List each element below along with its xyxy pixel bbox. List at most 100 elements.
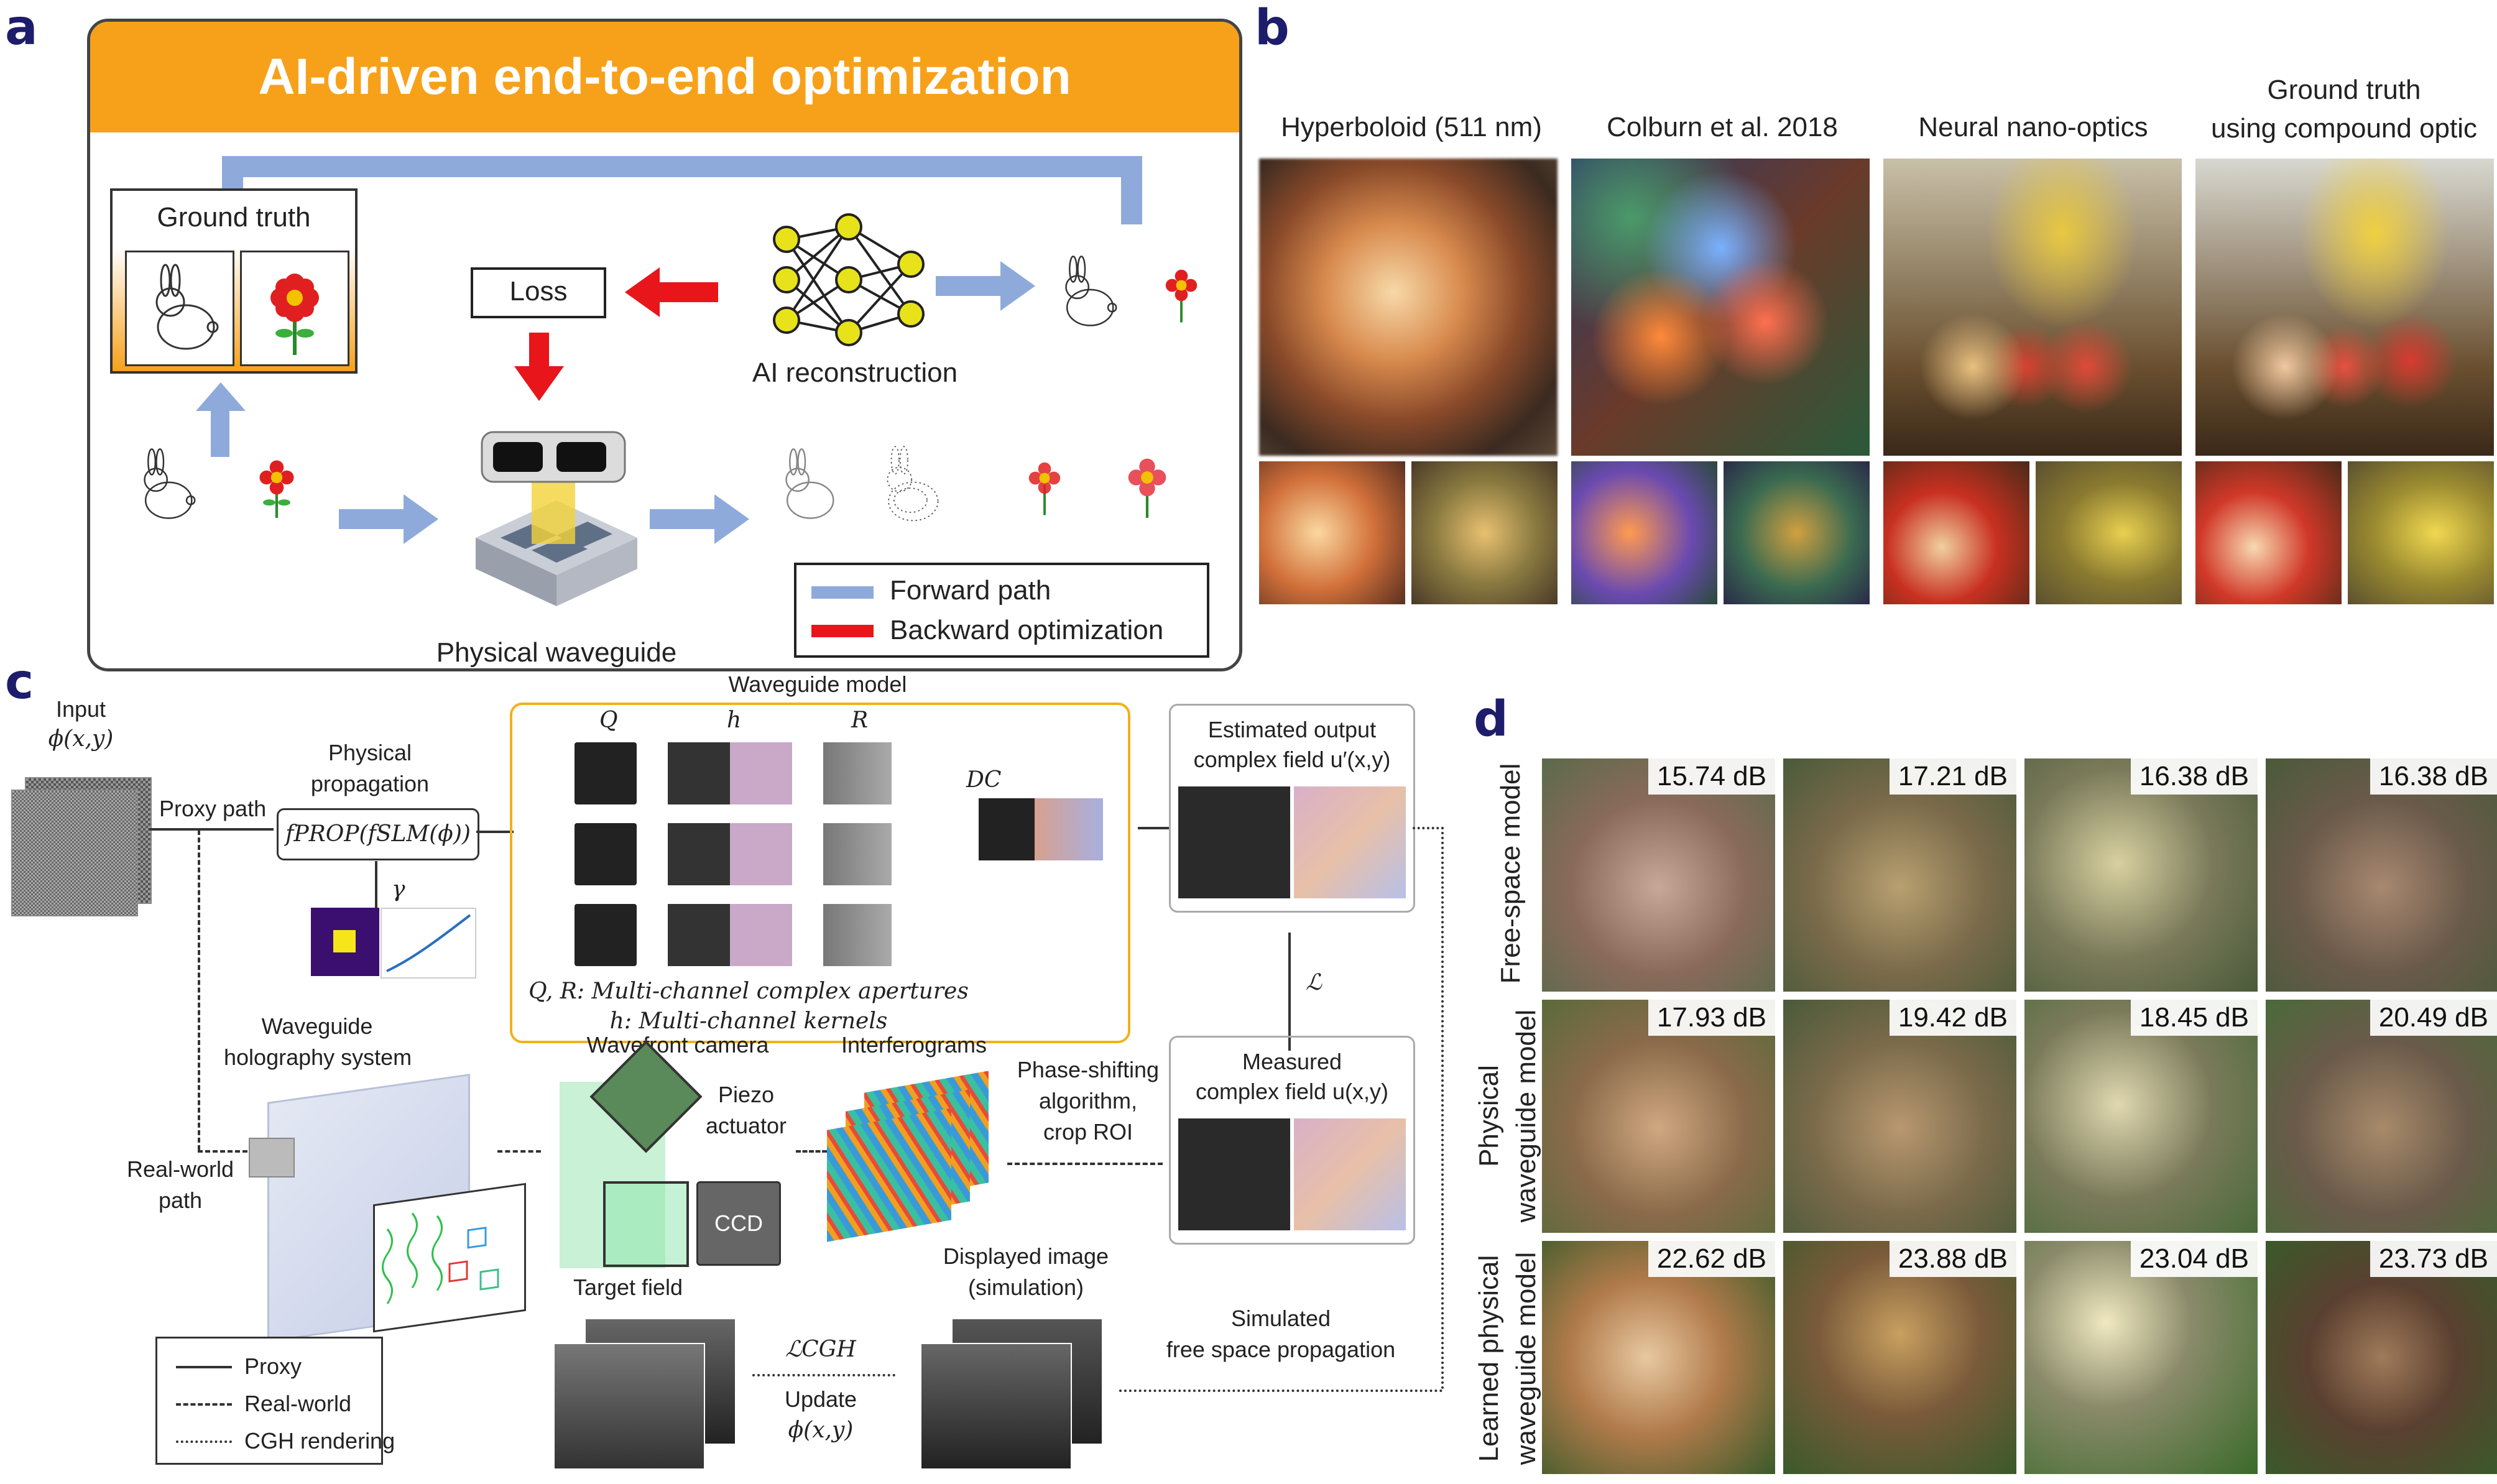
- degraded-flower-icon: [1028, 462, 1061, 515]
- loss-box: Loss: [471, 267, 606, 318]
- waveguide-system-line2: holography system: [224, 1044, 412, 1070]
- lcgh-label: ℒCGH: [785, 1337, 856, 1362]
- waveguide-system-line1: Waveguide: [261, 1013, 373, 1039]
- panel-b-col3-label: Neural nano-optics: [1918, 112, 2148, 142]
- legend-proxy-label: Proxy: [244, 1353, 302, 1379]
- row3-label-line1: Learned physical: [1474, 1255, 1504, 1462]
- panel-b-col1-label: Hyperboloid (511 nm): [1281, 112, 1542, 142]
- h-kernel-2: [668, 823, 792, 885]
- ground-truth-label: Ground truth: [157, 202, 311, 233]
- q-aperture-1: [575, 742, 637, 804]
- fprop-label: fPROP(fSLM(ϕ)): [285, 821, 471, 847]
- d-r2-c1-image: 17.93 dB: [1542, 1000, 1775, 1233]
- physical-waveguide-icon: [476, 431, 637, 606]
- row1-label: Free-space model: [1480, 758, 1542, 995]
- r-aperture-1: [823, 742, 892, 804]
- row2-label-line2: waveguide model: [1511, 1009, 1541, 1223]
- d-r3-c4-psnr: 23.73 dB: [2370, 1241, 2497, 1277]
- displayed-image-line2: (simulation): [967, 1274, 1084, 1300]
- panel-label-a: a: [5, 0, 38, 56]
- d-r2-c1-psnr: 17.93 dB: [1648, 1000, 1775, 1036]
- wavefront-camera-label: Wavefront camera: [586, 1032, 769, 1058]
- ai-reconstruction-label: AI reconstruction: [752, 357, 958, 388]
- displayed-image-line1: Displayed image: [943, 1243, 1109, 1269]
- phase-shifting-line1: Phase-shifting: [1017, 1057, 1160, 1082]
- panel-a-title: AI-driven end-to-end optimization: [258, 48, 1071, 105]
- piezo-line1: Piezo: [718, 1082, 775, 1107]
- measured-amplitude: [1178, 1118, 1290, 1230]
- h-caption: h: Multi-channel kernels: [609, 1008, 888, 1034]
- cgh-line-back: [1119, 1390, 1442, 1392]
- panel-a: AI-driven end-to-end optimization Ground…: [87, 19, 1242, 671]
- legend-backward-swatch: [811, 625, 874, 637]
- panel-d: Free-space model Physical waveguide mode…: [1474, 758, 2497, 1480]
- r-label: R: [851, 707, 869, 733]
- measured-line2: complex field u(x,y): [1195, 1079, 1389, 1104]
- loss-symbol: ℒ: [1306, 970, 1322, 995]
- q-aperture-3: [575, 904, 637, 966]
- panel-b-col4-label-line1: Ground truth: [2267, 75, 2421, 105]
- h-kernel-1: [668, 742, 792, 804]
- d-r1-c4-psnr: 16.38 dB: [2370, 758, 2497, 795]
- input-flower-icon: [259, 460, 294, 518]
- physical-waveguide-label: Physical waveguide: [436, 637, 677, 668]
- h-label: h: [727, 707, 742, 733]
- measured-phase: [1294, 1118, 1406, 1230]
- row3-label-line2: waveguide model: [1511, 1251, 1541, 1465]
- d-r1-c3-psnr: 16.38 dB: [2130, 758, 2258, 795]
- d-r1-c3-image: 16.38 dB: [2024, 758, 2258, 992]
- waveguide-model-box: Q h R DC Q, R: Multi-channel complex ape…: [510, 703, 1130, 1043]
- d-r2-c2-psnr: 19.42 dB: [1889, 1000, 2016, 1036]
- d-r3-c2-image: 23.88 dB: [1783, 1241, 2016, 1474]
- physical-propagation-line2: propagation: [310, 771, 430, 796]
- target-field-label: Target field: [573, 1274, 683, 1300]
- ground-truth-crop-1: [2195, 461, 2342, 604]
- camera-to-interferograms-line: [796, 1150, 827, 1153]
- noisy-rabbit-icon: [887, 446, 939, 522]
- row2-label: Physical waveguide model: [1474, 1001, 1542, 1237]
- hyperboloid-crop-1: [1259, 461, 1405, 604]
- panel-a-legend: Forward path Backward optimization: [794, 563, 1209, 658]
- estimated-output-box: Estimated output complex field u′(x,y): [1169, 704, 1415, 913]
- ground-truth-crop-2: [2348, 461, 2494, 604]
- row1-label-line1: Free-space model: [1495, 763, 1526, 984]
- forward-arrow-icon: [339, 494, 438, 544]
- hyperboloid-crop-2: [1411, 461, 1558, 604]
- d-r2-c3-image: 18.45 dB: [2024, 1000, 2258, 1233]
- d-r3-c1-psnr: 22.62 dB: [1648, 1241, 1775, 1277]
- backward-arrow-left-icon: [625, 267, 718, 317]
- colburn-image: [1571, 159, 1870, 456]
- d-r1-c2-image: 17.21 dB: [1783, 758, 2016, 992]
- legend-cgh-line: [176, 1440, 232, 1443]
- update-line1: Update: [784, 1386, 857, 1412]
- legend-cgh-label: CGH rendering: [244, 1428, 395, 1454]
- hyperboloid-image: [1259, 159, 1558, 456]
- waveguide-model-label: Waveguide model: [728, 671, 907, 697]
- panel-c: Input ϕ(x,y) Proxy path Physical propaga…: [0, 659, 1444, 1484]
- proxy-path-label: Proxy path: [159, 796, 267, 821]
- d-r1-c4-image: 16.38 dB: [2266, 758, 2497, 992]
- r-aperture-2: [823, 823, 892, 885]
- gamma-label: γ: [392, 877, 405, 902]
- input-symbol: ϕ(x,y): [48, 726, 114, 752]
- d-r2-c3-psnr: 18.45 dB: [2130, 1000, 2258, 1036]
- slm-device: [249, 1138, 295, 1178]
- gamma-heatmap: [311, 908, 379, 976]
- flower-icon: [270, 274, 319, 355]
- cgh-line-out: [1413, 827, 1444, 829]
- d-r3-c1-image: 22.62 dB: [1542, 1241, 1775, 1474]
- forward-path-right-drop: [1121, 156, 1142, 224]
- gamma-arrow: [375, 861, 377, 911]
- panel-b-col2-label: Colburn et al. 2018: [1607, 112, 1838, 142]
- output-rabbit-icon: [1065, 256, 1117, 326]
- q-label: Q: [599, 707, 618, 733]
- real-world-path-line2: path: [158, 1187, 203, 1213]
- degraded-rabbit-icon: [785, 448, 834, 519]
- physical-propagation-line1: Physical: [328, 740, 412, 765]
- simulated-line2: free space propagation: [1166, 1337, 1396, 1362]
- d-r3-c3-image: 23.04 dB: [2024, 1241, 2258, 1474]
- colburn-crop-1: [1571, 461, 1717, 604]
- ground-truth-compound-image: [2195, 159, 2494, 456]
- ccd-camera: CCD: [696, 1181, 781, 1266]
- real-world-path-line1: Real-world: [126, 1156, 234, 1182]
